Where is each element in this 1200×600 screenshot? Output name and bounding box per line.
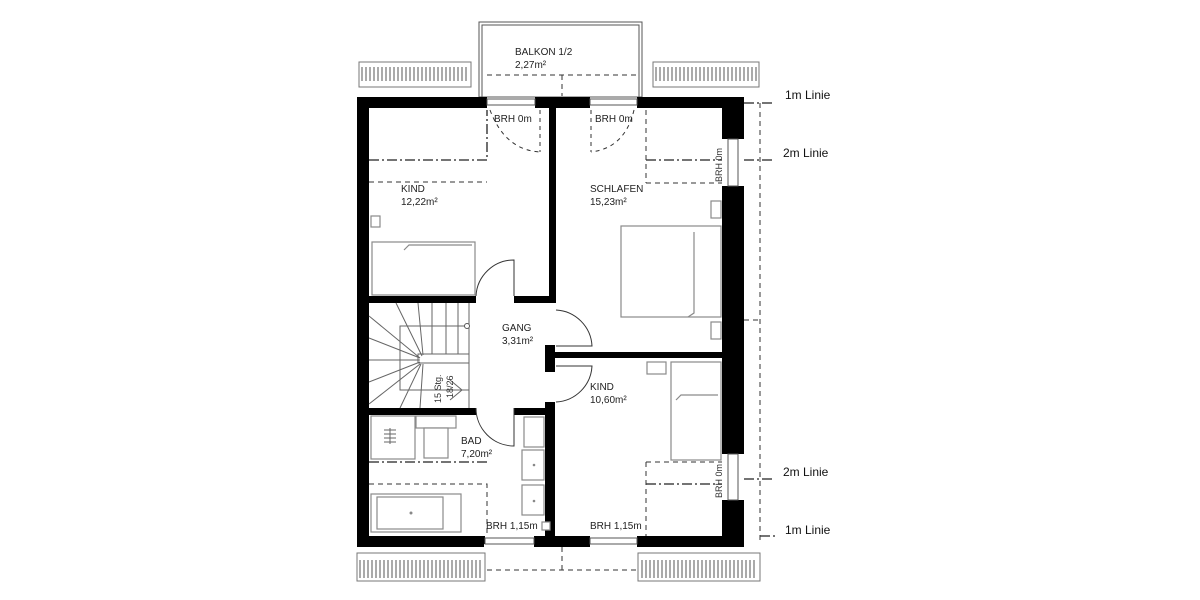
balcony: [478, 21, 643, 98]
room-name: KIND: [401, 184, 425, 195]
window-height-right-upper: BRH 0m: [714, 147, 724, 182]
window-height-top-left: BRH 0m: [494, 114, 532, 125]
exterior-walls: [357, 97, 744, 547]
room-area: 10,60m²: [590, 395, 627, 406]
staircase: [368, 302, 470, 409]
furniture: [370, 200, 722, 533]
room-name: BALKON 1/2: [515, 47, 573, 58]
room-name: BAD: [461, 436, 482, 447]
roof-railing-top-right: [652, 61, 760, 88]
room-area: 15,23m²: [590, 197, 627, 208]
interior-walls: [369, 108, 722, 536]
room-name: KIND: [590, 382, 614, 393]
window-height-bottom-right: BRH 1,15m: [590, 521, 642, 532]
windows: [484, 98, 739, 545]
room-label-bad: BAD 7,20m²: [461, 435, 492, 461]
room-area: 12,22m²: [401, 197, 438, 208]
height-line-2m-top: 2m Linie: [783, 146, 829, 160]
roof-railing-bottom-right: [637, 552, 761, 582]
room-name: GANG: [502, 323, 532, 334]
window-height-bottom-left: BRH 1,15m: [486, 521, 538, 532]
room-label-kind-1: KIND 12,22m²: [401, 183, 438, 209]
roof-railing-top-left: [358, 61, 472, 88]
height-line-1m-top: 1m Linie: [785, 88, 831, 102]
window-height-top-right: BRH 0m: [595, 114, 633, 125]
stair-ratio-label: 18/26: [445, 375, 455, 398]
stair-steps-label: 15 Stg.: [433, 374, 443, 403]
slope-lines: [369, 102, 775, 571]
room-area: 3,31m²: [502, 336, 534, 347]
height-line-1m-bottom: 1m Linie: [785, 523, 831, 537]
room-label-balkon: BALKON 1/2 2,27m²: [515, 46, 572, 72]
room-label-gang: GANG 3,31m²: [502, 322, 533, 348]
door-swings: [475, 109, 635, 447]
room-name: SCHLAFEN: [590, 184, 644, 195]
window-height-right-lower: BRH 0m: [714, 463, 724, 498]
room-area: 7,20m²: [461, 449, 493, 460]
room-label-schlafen: SCHLAFEN 15,23m²: [590, 183, 643, 209]
room-area: 2,27m²: [515, 60, 547, 71]
roof-railing-bottom-left: [356, 552, 486, 582]
height-line-2m-bottom: 2m Linie: [783, 465, 829, 479]
room-label-kind-2: KIND 10,60m²: [590, 381, 627, 407]
